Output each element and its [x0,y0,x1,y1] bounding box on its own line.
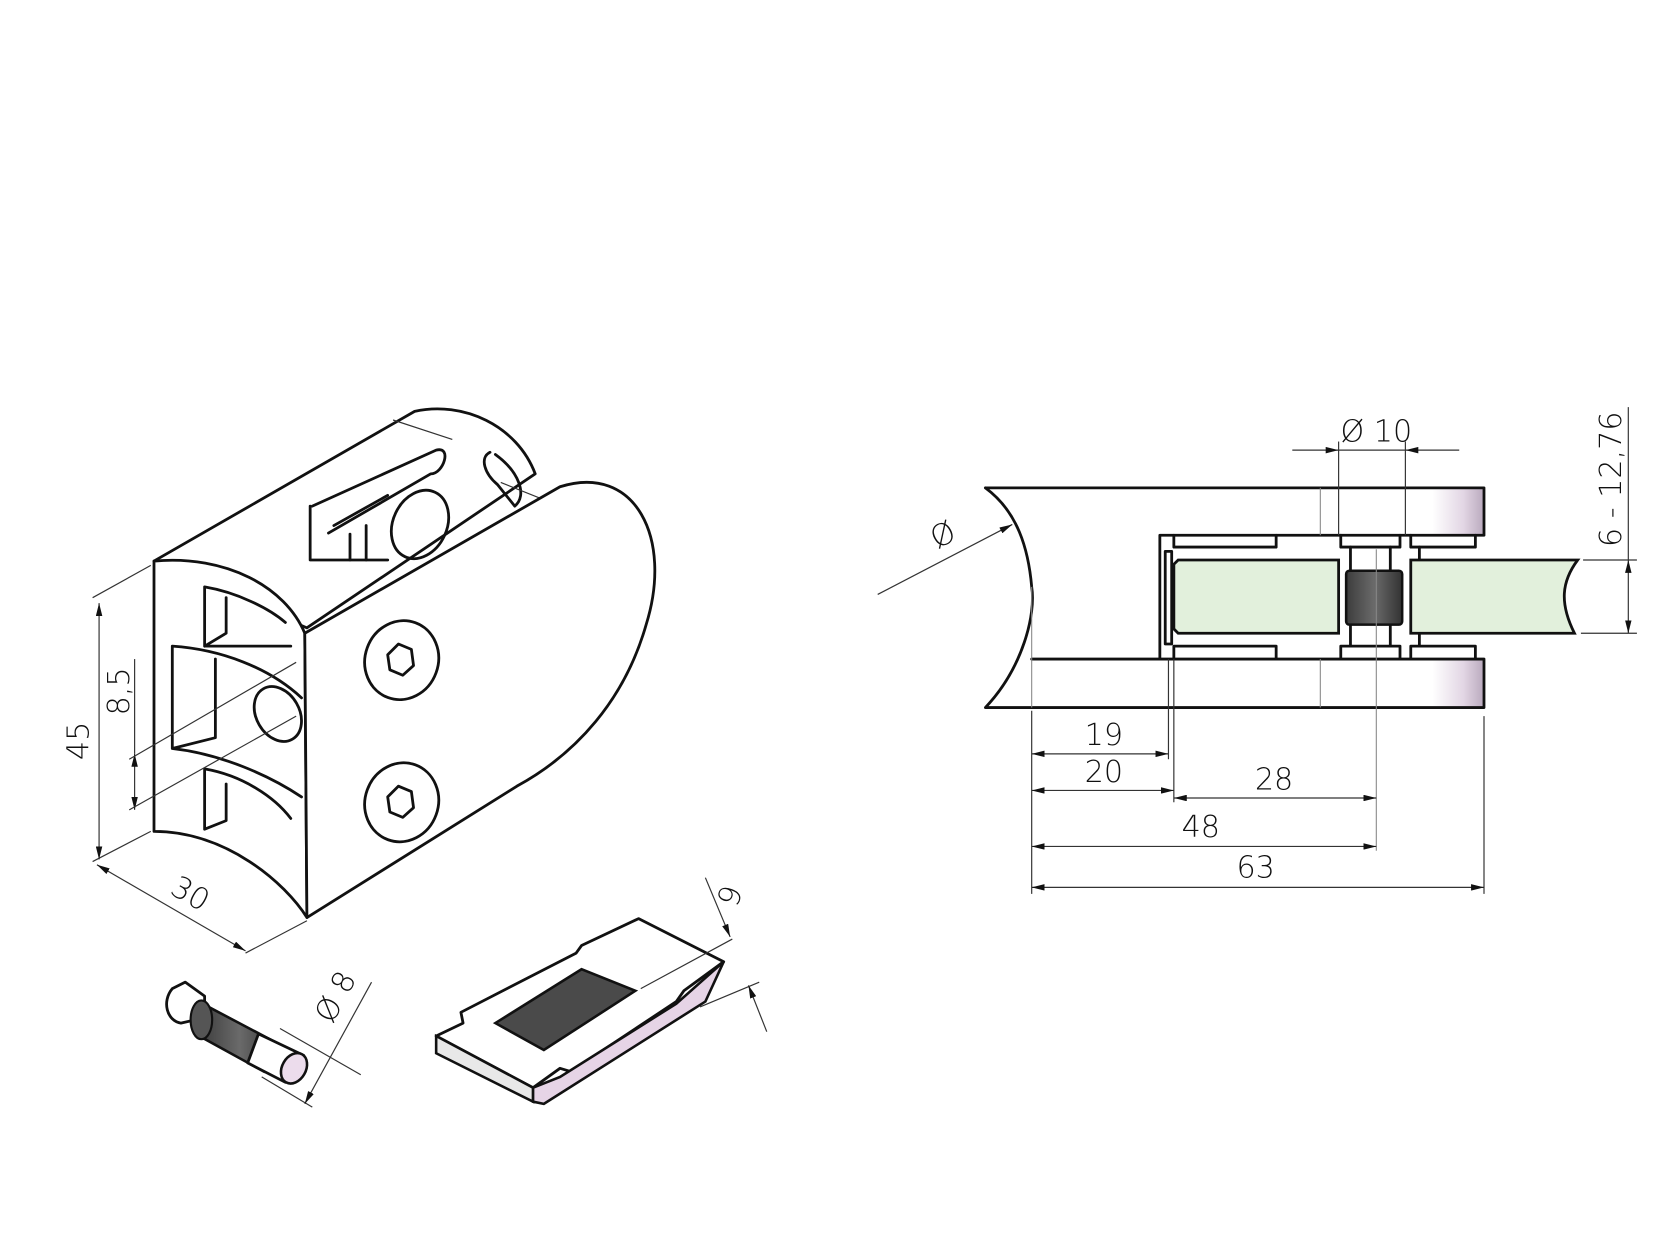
bolt-hole-top [389,488,451,561]
dim-line-insert-thickness-2 [747,985,768,1032]
upper-pad-mid [1339,533,1402,549]
ext-line [279,1027,362,1076]
hex-screw-lower [363,761,441,844]
dim-28-label: 28 [1255,762,1293,797]
screw-head [363,761,441,844]
hex-socket-icon [386,642,415,677]
slot-detail [332,493,390,562]
lower-jaw-shading [1432,659,1484,708]
hidden-edge [392,419,453,440]
dim-line-insert-thickness [704,877,731,938]
dim-height-label: 45 [61,722,96,760]
dim-19-label: 19 [1085,718,1123,753]
ext-line [92,564,152,599]
sleeve-end [189,999,214,1041]
insert-bevel-edge [531,960,725,1106]
end-recess-top [203,585,293,648]
upper-jaw-shading [1432,487,1484,536]
dim-line-pin-diameter [304,981,373,1105]
end-recess-middle [170,644,303,799]
ext-line [261,1076,313,1108]
glass-pane-left [1172,558,1341,635]
upper-pad-left [1172,533,1278,549]
dim-radius-label: Ø [925,514,962,556]
dim-20-label: 20 [1085,755,1123,790]
dim-glass-thickness-label: 6 - 12,76 [1594,411,1629,547]
upper-pad-right [1409,533,1477,549]
clamp-iso-view: 45 8,5 30 [61,407,657,954]
bolt-rubber-bushing [1344,569,1404,626]
dim-line-depth [96,864,246,952]
pin-slot-top [482,450,523,508]
glass-slot-top [308,448,447,562]
dim-insert-thickness-label: 6 [709,880,748,910]
ext-line [128,715,297,811]
ext-line [245,920,308,954]
dim-line-radius [877,523,1013,595]
pin-end-face [279,1051,309,1085]
hex-screw-upper [363,619,441,702]
dim-depth-label: 30 [165,869,216,918]
gasket-strip [1163,549,1174,646]
insert-rubber-pad [492,967,639,1052]
rubber-insert-part: 6 [434,877,768,1106]
lower-pad-left [1172,644,1278,661]
dim-pin-offset-label: 8,5 [102,667,137,715]
dim-63-label: 63 [1237,851,1275,886]
lower-pad-right [1409,644,1477,661]
clamp-front-jaw [303,480,657,919]
screw-head [363,619,441,702]
end-recess-bottom [203,767,293,831]
dim-48-label: 48 [1182,810,1220,845]
pin-part: Ø 8 [165,966,373,1108]
lower-pad-mid [1339,644,1402,661]
hex-socket-icon [386,784,415,819]
ext-line [128,661,297,760]
clamp-section-view: Ø Ø 10 6 - 12,76 19 20 28 48 63 [877,407,1637,894]
clamp-end-face [152,558,309,919]
dim-pin-diameter-label: Ø 8 [308,966,364,1029]
pin-hole-front [252,685,303,743]
ext-line [640,938,733,990]
ext-line [92,830,152,863]
dim-bolt-diameter-label: Ø 10 [1340,415,1412,450]
glass-pane-right [1409,558,1581,635]
